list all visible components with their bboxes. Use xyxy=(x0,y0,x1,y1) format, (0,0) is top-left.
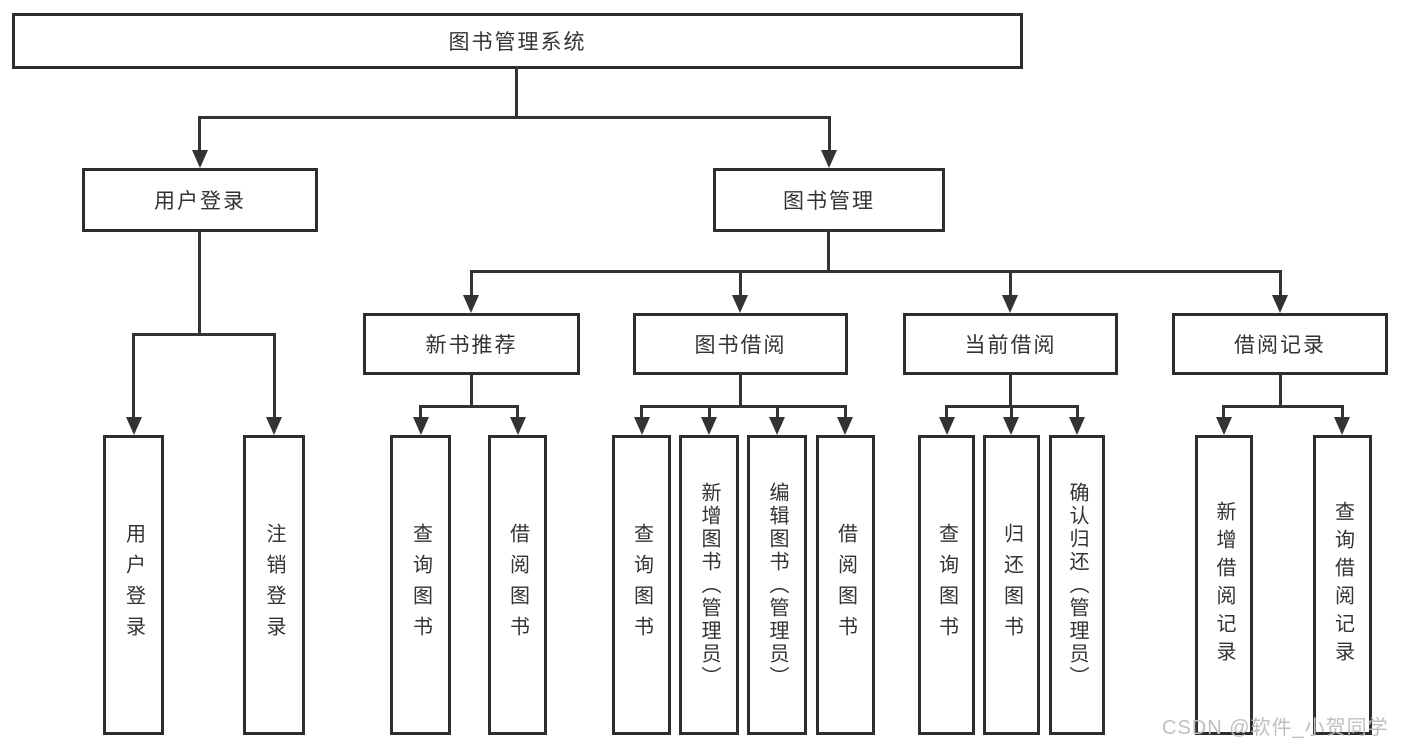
node-label: 用户登录 xyxy=(154,190,246,213)
arrowhead-icon xyxy=(1069,417,1085,435)
connector-line xyxy=(1076,405,1079,417)
connector-line xyxy=(739,270,742,295)
connector-line xyxy=(1222,405,1344,408)
connector-line xyxy=(828,116,831,150)
node-label: 确认归还（管理员） xyxy=(1066,481,1088,689)
connector-line xyxy=(132,333,135,417)
node-current-borrow: 当前借阅 xyxy=(903,313,1118,375)
node-label: 借阅记录 xyxy=(1234,334,1326,357)
connector-line xyxy=(515,66,518,118)
arrowhead-icon xyxy=(1334,417,1350,435)
arrowhead-icon xyxy=(939,417,955,435)
connector-line xyxy=(516,405,519,417)
connector-line xyxy=(132,333,276,336)
connector-line xyxy=(739,373,742,407)
arrowhead-icon xyxy=(1002,295,1018,313)
node-label: 当前借阅 xyxy=(964,334,1057,357)
connector-line xyxy=(1341,405,1344,417)
arrowhead-icon xyxy=(701,417,717,435)
node-leaf-br-add-record: 新增借阅记录 xyxy=(1195,435,1253,735)
node-library-management-system: 图书管理系统 xyxy=(12,13,1023,69)
connector-line xyxy=(1279,270,1282,295)
node-label: 归还图书 xyxy=(1000,523,1023,647)
arrowhead-icon xyxy=(732,295,748,313)
node-label: 图书借阅 xyxy=(694,334,787,357)
connector-line xyxy=(1009,373,1012,407)
node-book-management: 图书管理 xyxy=(713,168,945,232)
connector-line xyxy=(708,405,711,417)
node-leaf-nb-query-books: 查询图书 xyxy=(390,435,451,735)
node-leaf-bb-add-books-admin: 新增图书（管理员） xyxy=(679,435,739,735)
node-label: 图书管理系统 xyxy=(448,31,587,54)
node-leaf-nb-borrow-books: 借阅图书 xyxy=(488,435,547,735)
connector-line xyxy=(198,116,831,119)
node-leaf-logout: 注销登录 xyxy=(243,435,305,735)
connector-line xyxy=(844,405,847,417)
connector-line xyxy=(1010,405,1013,417)
connector-line xyxy=(419,405,422,417)
node-leaf-cb-return-books: 归还图书 xyxy=(983,435,1040,735)
arrowhead-icon xyxy=(192,150,208,168)
arrowhead-icon xyxy=(769,417,785,435)
node-label: 查询图书 xyxy=(409,523,432,647)
connector-line xyxy=(945,405,948,417)
node-label: 借阅图书 xyxy=(834,523,857,647)
node-leaf-user-login: 用户登录 xyxy=(103,435,164,735)
connector-line xyxy=(1222,405,1225,417)
node-label: 图书管理 xyxy=(783,190,875,213)
node-label: 查询图书 xyxy=(935,523,958,647)
connector-line xyxy=(470,270,473,295)
arrowhead-icon xyxy=(413,417,429,435)
node-leaf-cb-confirm-return-admin: 确认归还（管理员） xyxy=(1049,435,1105,735)
connector-line xyxy=(470,373,473,407)
node-label: 注销登录 xyxy=(263,523,285,647)
arrowhead-icon xyxy=(1272,295,1288,313)
connector-line xyxy=(1009,270,1012,295)
node-borrow-records: 借阅记录 xyxy=(1172,313,1388,375)
node-leaf-bb-edit-books-admin: 编辑图书（管理员） xyxy=(747,435,807,735)
connector-line xyxy=(198,230,201,335)
arrowhead-icon xyxy=(821,150,837,168)
node-leaf-br-query-record: 查询借阅记录 xyxy=(1313,435,1372,735)
node-label: 新书推荐 xyxy=(425,334,518,357)
node-new-book-recommend: 新书推荐 xyxy=(363,313,580,375)
arrowhead-icon xyxy=(463,295,479,313)
connector-line xyxy=(470,270,1282,273)
connector-line xyxy=(419,405,519,408)
node-label: 新增图书（管理员） xyxy=(698,481,720,689)
node-leaf-bb-borrow-books: 借阅图书 xyxy=(816,435,875,735)
arrowhead-icon xyxy=(1003,417,1019,435)
node-label: 编辑图书（管理员） xyxy=(766,481,788,689)
connector-line xyxy=(1279,373,1282,407)
csdn-watermark: CSDN @软件_小贺同学 xyxy=(1162,717,1389,739)
arrowhead-icon xyxy=(634,417,650,435)
connector-line xyxy=(198,116,201,150)
node-label: 查询借阅记录 xyxy=(1331,501,1354,669)
connector-line xyxy=(827,230,830,272)
node-leaf-cb-query-books: 查询图书 xyxy=(918,435,975,735)
connector-line xyxy=(273,333,276,417)
node-leaf-bb-query-books: 查询图书 xyxy=(612,435,671,735)
arrowhead-icon xyxy=(266,417,282,435)
arrowhead-icon xyxy=(126,417,142,435)
node-user-login: 用户登录 xyxy=(82,168,318,232)
node-label: 新增借阅记录 xyxy=(1213,501,1235,669)
arrowhead-icon xyxy=(510,417,526,435)
connector-line xyxy=(640,405,643,417)
node-label: 借阅图书 xyxy=(506,523,529,647)
connector-line xyxy=(776,405,779,417)
arrowhead-icon xyxy=(1216,417,1232,435)
node-label: 查询图书 xyxy=(630,523,653,647)
node-label: 用户登录 xyxy=(122,523,145,647)
node-book-borrow: 图书借阅 xyxy=(633,313,848,375)
arrowhead-icon xyxy=(837,417,853,435)
connector-line xyxy=(640,405,847,408)
